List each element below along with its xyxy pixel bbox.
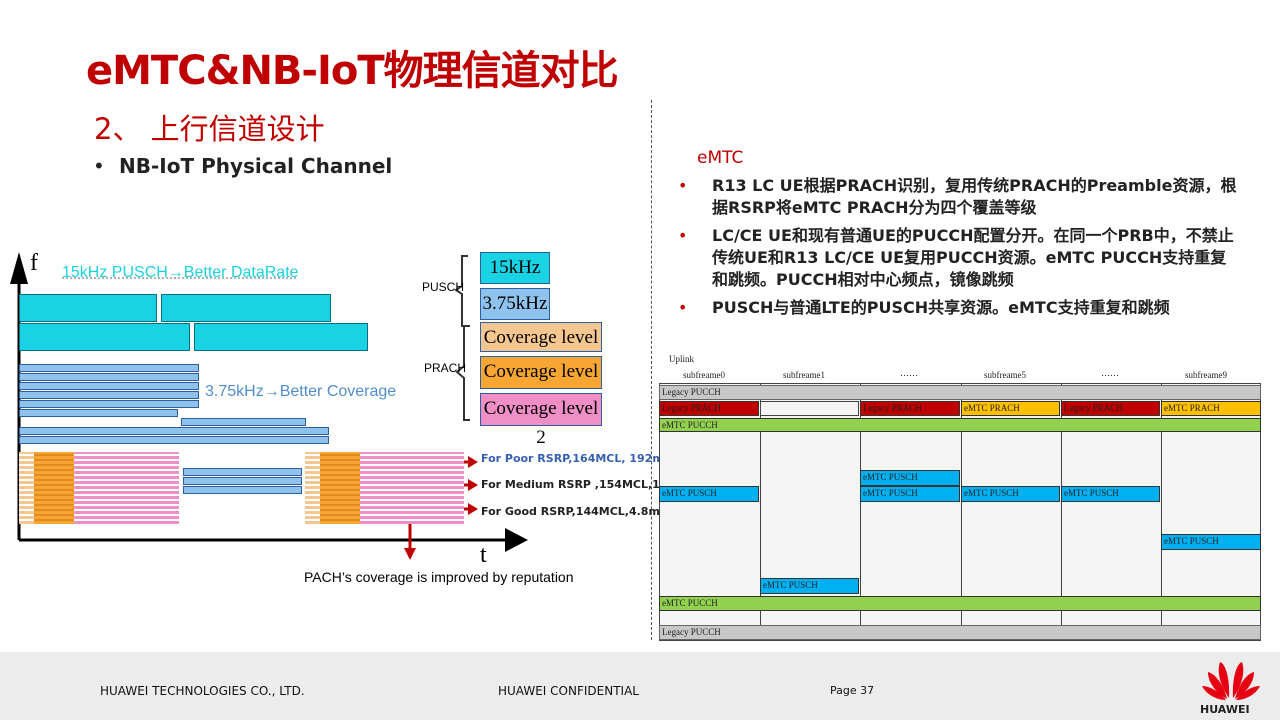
label-15khz-pusch: 15kHz PUSCH→Better DataRate [62,264,299,281]
axis-t-label: t [480,542,487,568]
bullet-dot: • [678,226,688,245]
prach-coverage-level-2-block [74,452,179,524]
emtc-heading: eMTC [697,148,744,168]
nb-iot-channel-diagram: f t 15kHz PUSCH→Better DataRate 3.75kHz→… [0,240,697,600]
legacy-pucch-bottom: Legacy PUCCH [659,625,1261,640]
huawei-logo-icon [1202,662,1260,700]
label-375khz: 3.75kHz→Better Coverage [205,383,397,400]
subframe-header: …… [900,368,918,378]
pusch-375khz-block [19,427,329,435]
legend-coverage-1-box: Coverage level 1 [480,356,602,411]
uplink-subframe-diagram: Uplink subfreame0 subfreame1 …… subfream… [659,352,1262,642]
nb-iot-bullet: • NB-IoT Physical Channel [93,154,392,178]
axis-f-label: f [30,250,38,276]
emtc-bullet-3: • PUSCH与普通LTE的PUSCH共享资源。eMTC支持重复和跳频 [678,297,1238,319]
emtc-pusch-cell: eMTC PUSCH [860,470,960,486]
subframe-header: subfreame5 [984,370,1026,380]
legacy-pucch-top: Legacy PUCCH [659,385,1261,400]
legacy-prach-cell: Legacy PRACH [860,401,960,416]
emtc-bullet-1: • R13 LC UE根据PRACH识别，复用传统PRACH的Preamble资源… [678,175,1238,219]
section-subtitle: 2、 上行信道设计 [94,112,325,146]
pusch-375khz-block [183,468,302,476]
pusch-375khz-block [181,418,306,426]
subframe-header: subfreame9 [1185,370,1227,380]
footer-company: HUAWEI TECHNOLOGIES CO., LTD. [100,684,305,698]
legacy-prach-cell: Legacy PRACH [659,401,759,416]
pusch-15khz-block [161,294,331,322]
column-divider [651,100,652,640]
nb-iot-bullet-text: NB-IoT Physical Channel [119,154,393,178]
pusch-15khz-block [194,323,368,351]
footer-confidential: HUAWEI CONFIDENTIAL [498,684,639,698]
prach-legend-label: PRACH [424,361,467,375]
pach-coverage-note: PACH’s coverage is improved by reputatio… [304,569,574,585]
prach-coverage-level-2-block [360,452,464,524]
emtc-pusch-cell: eMTC PUSCH [961,486,1060,502]
emtc-bullet-text: LC/CE UE和现有普通UE的PUCCH配置分开。在同一个PRB中，不禁止传统… [712,226,1234,289]
legend-coverage-0-box: Coverage level 0 [480,322,602,377]
emtc-pusch-cell: eMTC PUSCH [860,486,960,502]
page-title: eMTC&NB-IoT物理信道对比 [86,48,619,94]
emtc-bullet-2: • LC/CE UE和现有普通UE的PUCCH配置分开。在同一个PRB中，不禁止传… [678,225,1238,291]
prach-coverage-level-0-block [305,452,320,524]
emtc-pucch-bottom: eMTC PUCCH [659,596,1261,611]
rsrp-good-label: For Good RSRP,144MCL,4.8ms [481,505,667,518]
pusch-legend-label: PUSCH [422,280,465,294]
pusch-15khz-block [19,294,157,322]
pusch-375khz-block [19,373,199,381]
legend-375khz-box: 3.75kHz [480,288,550,320]
prach-coverage-level-1-block [320,452,360,524]
uplink-title: Uplink [669,354,695,364]
footer-page-number: Page 37 [830,684,875,697]
legacy-prach-cell: Legacy PRACH [1061,401,1160,416]
subframe-header: …… [1101,368,1119,378]
pusch-375khz-block [19,400,199,408]
pusch-375khz-block [19,364,199,372]
pusch-15khz-block [19,323,190,351]
emtc-pusch-cell: eMTC PUSCH [1061,486,1160,502]
bullet-dot: • [93,154,105,178]
prach-coverage-level-0-block [19,452,34,524]
footer-bar [0,652,1280,720]
subframe-header: subfreame0 [683,370,725,380]
pusch-375khz-block [19,409,178,417]
emtc-pucch-top: eMTC PUCCH [659,418,1261,432]
empty-prach-cell [760,401,859,416]
emtc-pusch-cell: eMTC PUSCH [760,578,859,594]
emtc-pusch-cell: eMTC PUSCH [659,486,759,502]
emtc-prach-cell: eMTC PRACH [961,401,1060,416]
huawei-logo-text: HUAWEI [1200,703,1250,716]
pusch-375khz-block [183,477,302,485]
subframe-header: subfreame1 [783,370,825,380]
pusch-375khz-block [183,486,302,494]
legend-coverage-2-box: Coverage level 2 [480,393,602,448]
rsrp-poor-label: For Poor RSRP,164MCL, 192ms [481,452,671,465]
rsrp-medium-label: For Medium RSRP ,154MCL,19.2ms [481,478,698,491]
bullet-dot: • [678,176,688,195]
legend-15khz-box: 15kHz [480,252,550,284]
emtc-prach-cell: eMTC PRACH [1161,401,1261,416]
pusch-375khz-block [19,436,329,444]
prach-coverage-level-1-block [34,452,74,524]
pusch-375khz-block [19,382,199,390]
pusch-375khz-block [19,391,199,399]
emtc-bullet-text: PUSCH与普通LTE的PUSCH共享资源。eMTC支持重复和跳频 [712,298,1170,317]
emtc-bullet-text: R13 LC UE根据PRACH识别，复用传统PRACH的Preamble资源，… [712,176,1237,217]
emtc-pusch-cell: eMTC PUSCH [1161,534,1261,550]
bullet-dot: • [678,298,688,317]
